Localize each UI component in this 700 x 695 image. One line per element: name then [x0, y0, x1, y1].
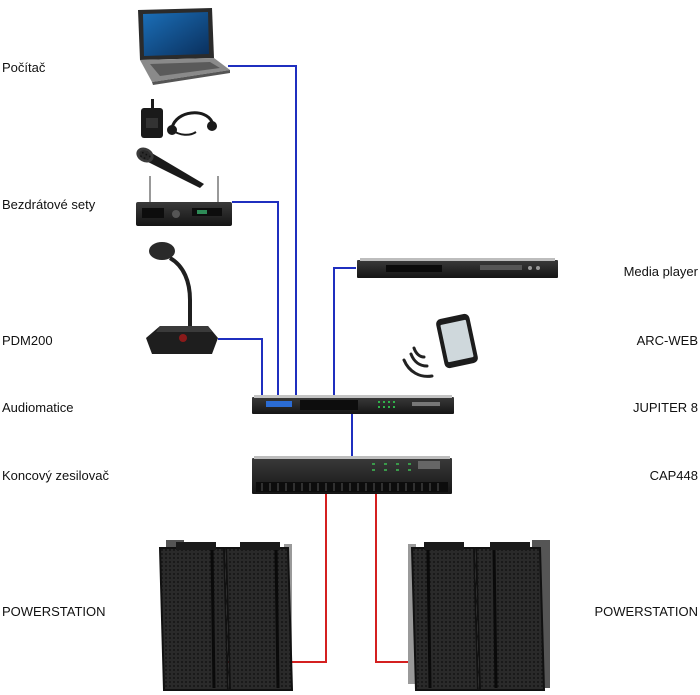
- label-pocitac: Počítač: [2, 60, 46, 75]
- label-pdm200: PDM200: [2, 333, 53, 348]
- signal-wires: [218, 65, 356, 458]
- speaker-right-1: [408, 542, 480, 691]
- power-amplifier-icon: [252, 456, 452, 494]
- wire-media-player: [333, 267, 356, 398]
- media-player-icon: [357, 258, 558, 278]
- label-arc-web: ARC-WEB: [636, 333, 698, 348]
- wire-pdm200: [218, 338, 263, 398]
- label-cap448: CAP448: [649, 468, 698, 483]
- smartphone-icon: [436, 313, 478, 369]
- speaker-right-2: [474, 540, 550, 691]
- label-powerstation-right: POWERSTATION: [594, 604, 698, 619]
- speaker-left-2: [224, 542, 294, 691]
- bodypack-headset-icon: [141, 99, 217, 138]
- wire-computer: [228, 65, 297, 398]
- label-media-player: Media player: [623, 264, 698, 279]
- label-jupiter-8: JUPITER 8: [632, 400, 698, 415]
- desk-microphone-icon: [146, 242, 218, 354]
- speaker-left-1: [158, 540, 230, 691]
- matrix-processor-icon: [252, 395, 454, 414]
- wire-right-speakers: [375, 494, 415, 663]
- label-audiomatice: Audiomatice: [2, 400, 74, 415]
- wireless-receiver-icon: [136, 176, 232, 226]
- laptop-icon: [138, 8, 230, 85]
- handheld-microphone-icon: [136, 147, 204, 188]
- label-bezdratove-sety: Bezdrátové sety: [2, 197, 96, 212]
- label-powerstation-left: POWERSTATION: [2, 604, 106, 619]
- wire-wireless: [232, 201, 279, 398]
- column-speaker-icon: [158, 540, 550, 691]
- label-koncovy-zesilovac: Koncový zesilovač: [2, 468, 109, 483]
- wifi-waves-icon: [402, 346, 434, 378]
